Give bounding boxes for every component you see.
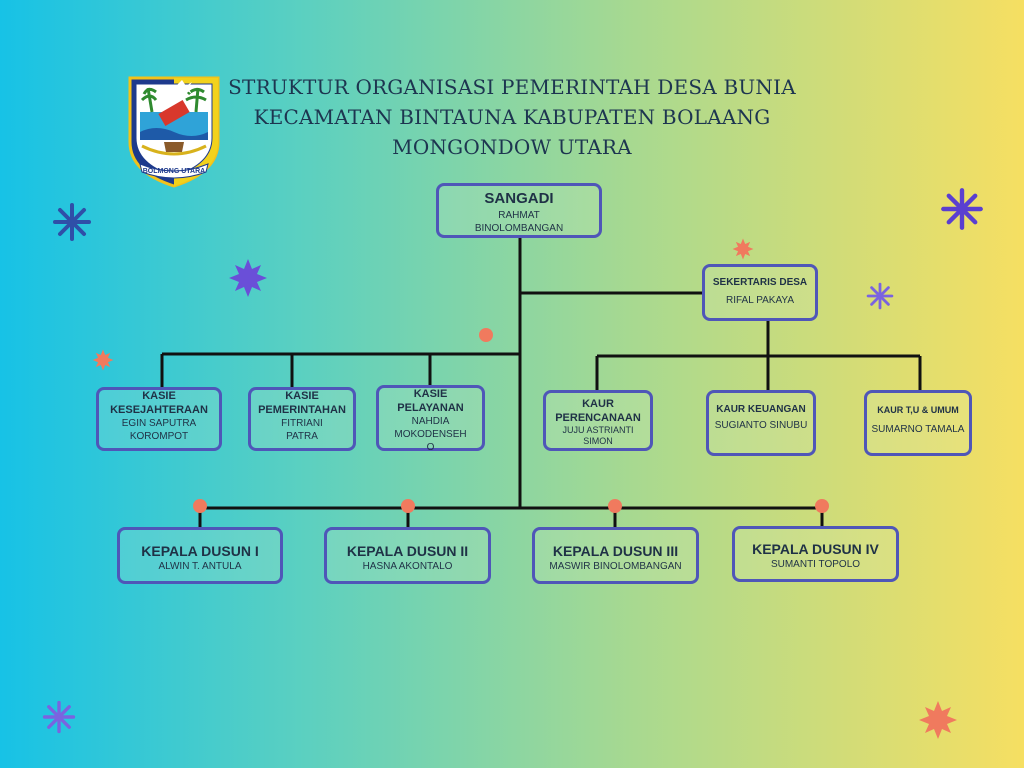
dusun-name: MASWIR BINOLOMBANGAN — [549, 561, 682, 572]
connector-dot — [608, 499, 622, 513]
kasie-name-line2: MOKODENSEH — [394, 429, 467, 440]
kaur-title: KAUR T,U & UMUM — [877, 405, 959, 415]
kasie-name-line1: FITRIANI — [281, 418, 323, 429]
sangadi-name-line1: RAHMAT — [498, 210, 540, 221]
sangadi-name-line2: BINOLOMBANGAN — [474, 223, 564, 234]
kasie-title-line2: PEMERINTAHAN — [258, 404, 346, 416]
dusun-name: ALWIN T. ANTULA — [158, 561, 242, 572]
burst-star-icon — [919, 701, 957, 739]
kasie-title-line1: KASIE — [285, 390, 319, 402]
kepala-dusun-2-box: KEPALA DUSUN II HASNA AKONTALO — [324, 527, 491, 584]
kasie-title-line1: KASIE — [142, 390, 176, 402]
kasie-pelayanan-box: KASIE PELAYANAN NAHDIA MOKODENSEH O — [376, 385, 485, 453]
kasie-name-line2: PATRA — [286, 431, 318, 442]
burst-star-icon — [229, 259, 267, 297]
kaur-name: SUGIANTO SINUBU — [714, 420, 808, 431]
kasie-pemerintahan-box: KASIE PEMERINTAHAN FITRIANI PATRA — [248, 387, 356, 451]
kasie-name-line1: NAHDIA — [411, 416, 450, 427]
asterisk-star-icon — [866, 282, 894, 310]
connector-dot — [815, 499, 829, 513]
chart-title: STRUKTUR ORGANISASI PEMERINTAH DESA BUNI… — [222, 72, 802, 162]
kaur-keuangan-box: KAUR KEUANGAN SUGIANTO SINUBU — [706, 390, 816, 456]
dusun-title: KEPALA DUSUN III — [552, 543, 679, 559]
sekretaris-desa-box: SEKERTARIS DESA RIFAL PAKAYA — [702, 264, 818, 321]
kaur-name: SUMARNO TAMALA — [871, 424, 965, 435]
kaur-title-line2: PERENCANAAN — [555, 412, 641, 424]
title-line-2: KECAMATAN BINTAUNA KABUPATEN BOLAANG — [253, 105, 771, 129]
burst-star-icon — [732, 238, 754, 260]
connector-dot — [401, 499, 415, 513]
kasie-name-line2: KOROMPOT — [129, 431, 189, 442]
kaur-name-line2: SIMON — [583, 436, 613, 446]
kasie-name-line3: O — [426, 442, 435, 453]
asterisk-star-icon — [53, 203, 91, 241]
emblem-caption: BOLMONG UTARA — [143, 168, 205, 175]
dusun-name: HASNA AKONTALO — [362, 561, 453, 572]
sekretaris-title: SEKERTARIS DESA — [712, 277, 808, 288]
kepala-dusun-3-box: KEPALA DUSUN III MASWIR BINOLOMBANGAN — [532, 527, 699, 584]
title-line-1: STRUKTUR ORGANISASI PEMERINTAH DESA BUNI… — [228, 75, 796, 99]
kaur-title: KAUR KEUANGAN — [716, 404, 806, 415]
sangadi-box: SANGADI RAHMAT BINOLOMBANGAN — [436, 183, 602, 238]
kasie-kesejahteraan-box: KASIE KESEJAHTERAAN EGIN SAPUTRA KOROMPO… — [96, 387, 222, 451]
sangadi-title: SANGADI — [484, 190, 554, 207]
decorative-dot — [479, 328, 493, 342]
kasie-title-line2: KESEJAHTERAAN — [110, 404, 208, 416]
kasie-title-line1: KASIE — [413, 388, 448, 400]
dusun-name: SUMANTI TOPOLO — [770, 559, 861, 570]
sekretaris-name: RIFAL PAKAYA — [726, 295, 794, 306]
regency-emblem-icon: BOLMONG UTARA — [128, 76, 220, 188]
burst-star-icon — [92, 349, 114, 371]
title-line-3: MONGONDOW UTARA — [392, 135, 632, 159]
kasie-title-line2: PELAYANAN — [397, 402, 464, 414]
dusun-title: KEPALA DUSUN I — [141, 543, 259, 559]
dusun-title: KEPALA DUSUN IV — [752, 541, 879, 557]
kaur-name-line1: JUJU ASTRIANTI — [562, 425, 634, 435]
asterisk-star-icon — [42, 700, 76, 734]
kaur-title-line1: KAUR — [582, 398, 614, 410]
connector-dot — [193, 499, 207, 513]
kepala-dusun-4-box: KEPALA DUSUN IV SUMANTI TOPOLO — [732, 526, 899, 582]
kaur-perencanaan-box: KAUR PERENCANAAN JUJU ASTRIANTI SIMON — [543, 390, 653, 451]
kasie-name-line1: EGIN SAPUTRA — [121, 418, 197, 429]
kepala-dusun-1-box: KEPALA DUSUN I ALWIN T. ANTULA — [117, 527, 283, 584]
kaur-tu-umum-box: KAUR T,U & UMUM SUMARNO TAMALA — [864, 390, 972, 456]
dusun-title: KEPALA DUSUN II — [346, 543, 469, 559]
asterisk-star-icon — [941, 188, 983, 230]
